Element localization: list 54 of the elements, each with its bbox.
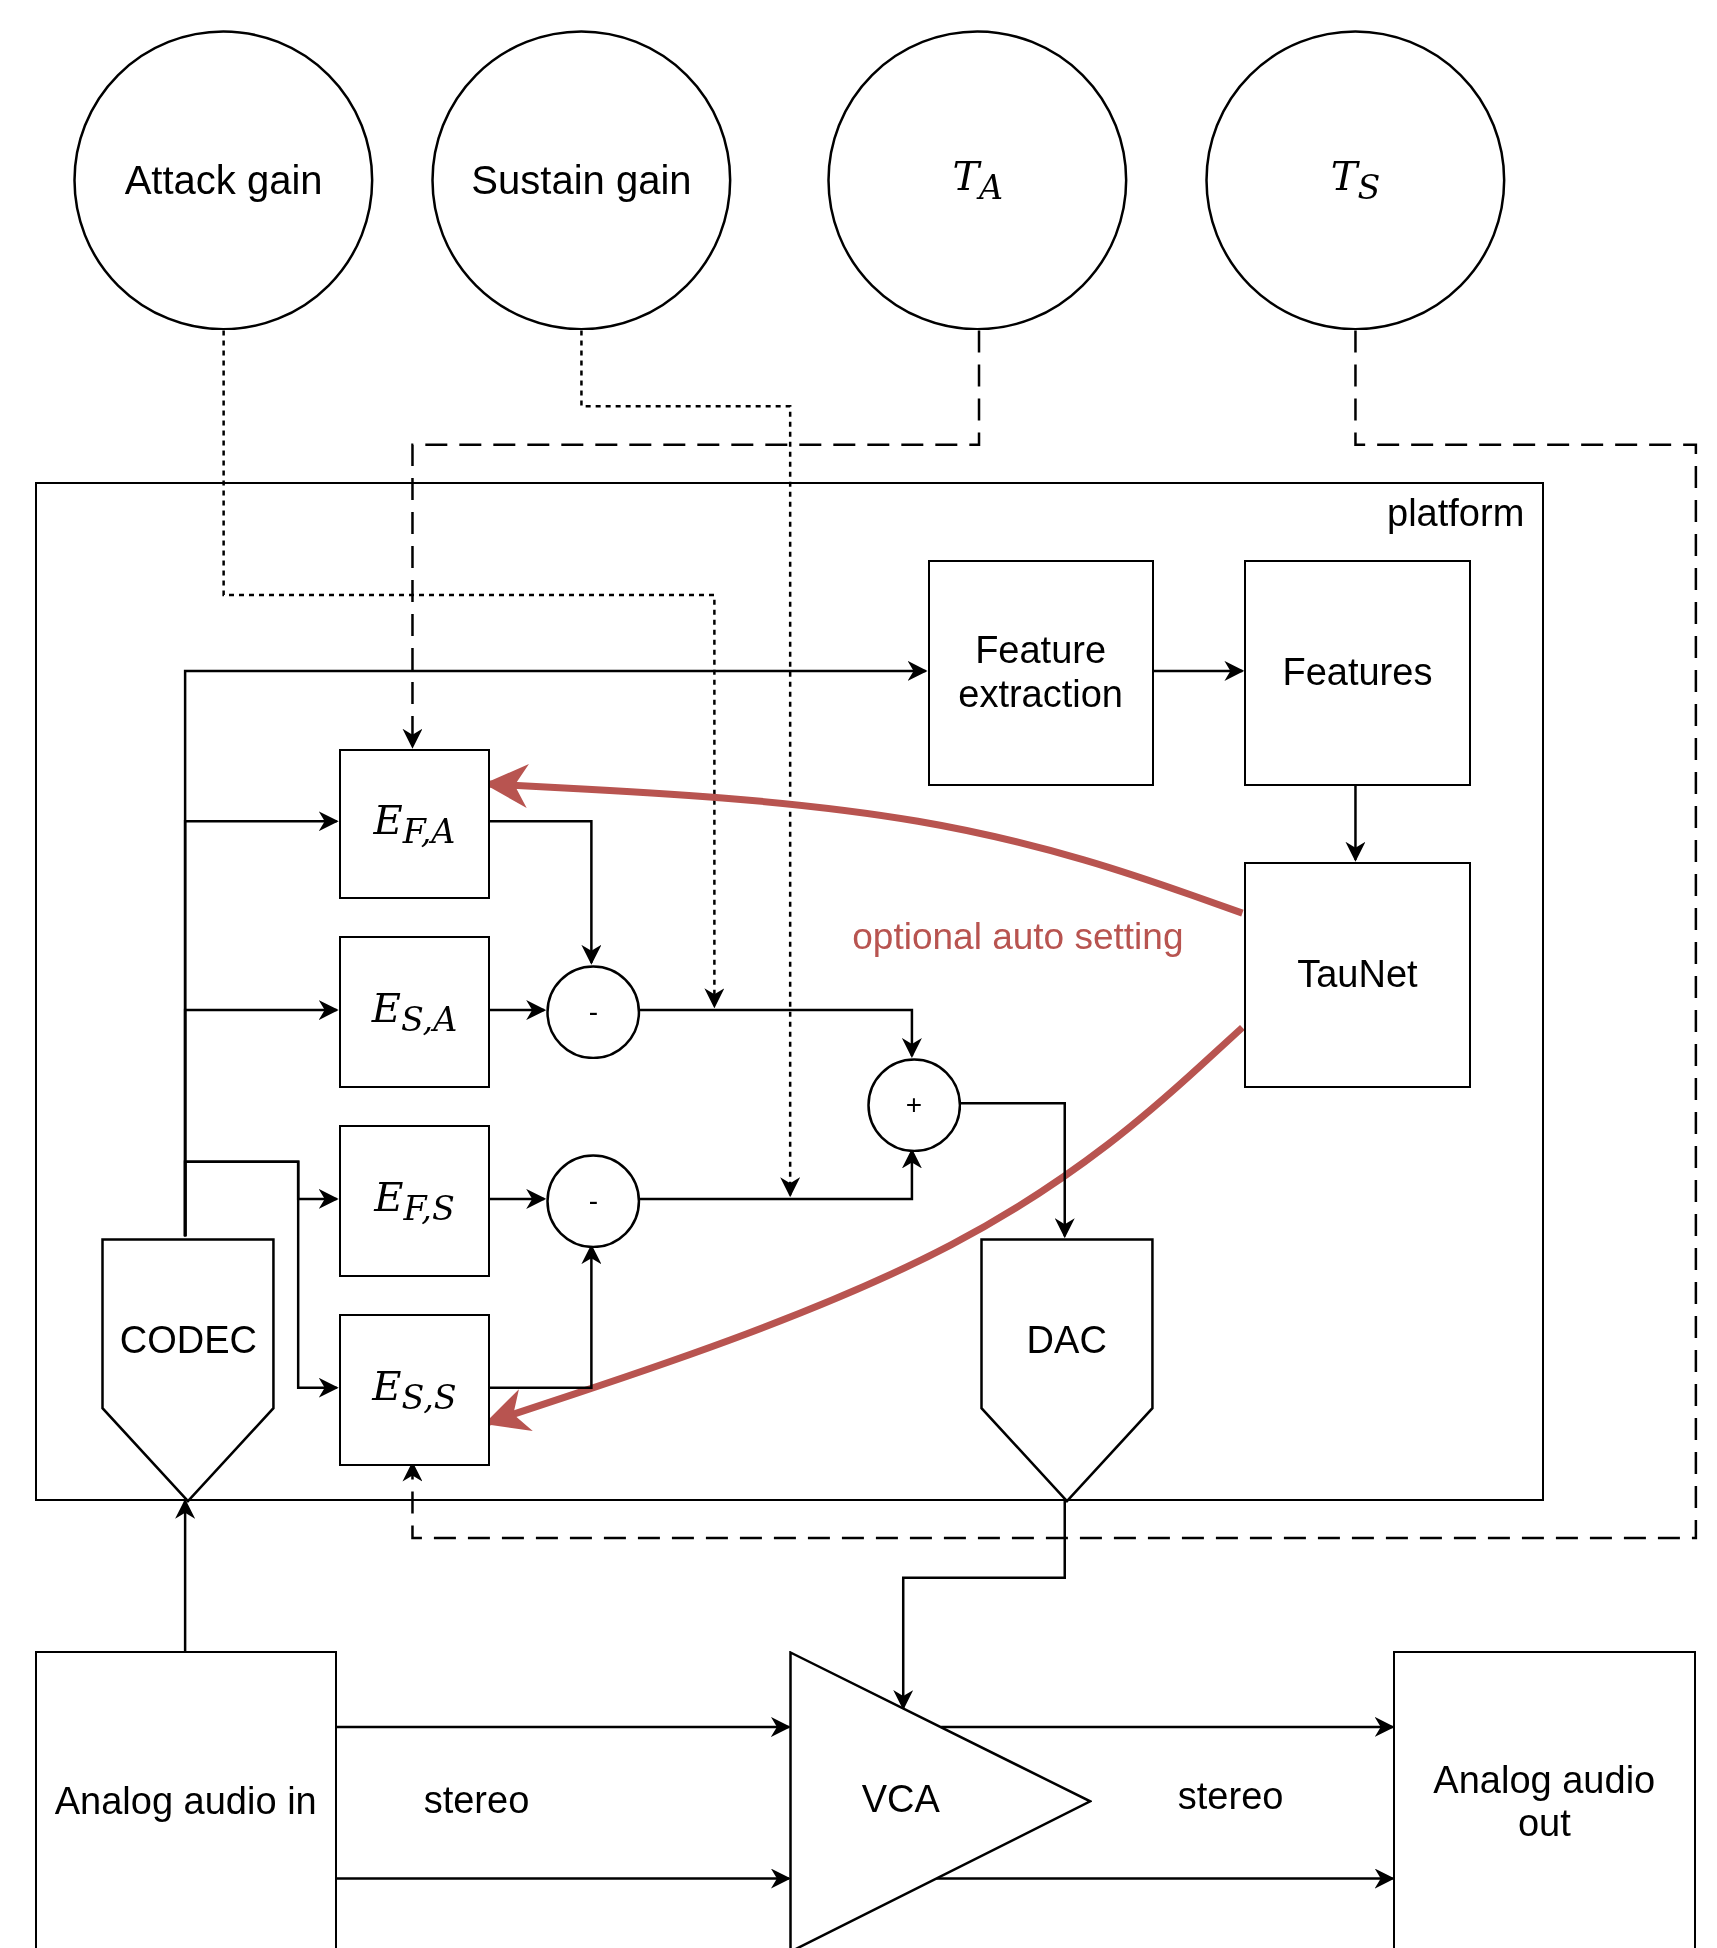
signal-label: stereo: [423, 1779, 530, 1823]
signal-label: stereo: [1177, 1774, 1284, 1818]
node-label: Feature extraction: [957, 629, 1124, 717]
circle-node: [431, 29, 732, 331]
control-line: [580, 330, 801, 1198]
node-label: T$_{S}$: [1330, 153, 1381, 208]
node-label: Features: [1282, 651, 1433, 695]
node-label: E$_{F,A}$: [373, 796, 456, 851]
audio-io-box: [34, 1651, 337, 1948]
node-label: TauNet: [1297, 952, 1418, 997]
node-label: VCA: [861, 1777, 940, 1822]
circle-node: [546, 1153, 641, 1249]
arrow: [959, 1102, 1075, 1239]
amplifier-triangle: [788, 1651, 1093, 1948]
node-label: platform: [1387, 492, 1525, 536]
node-label: Analog audio in: [54, 1780, 317, 1825]
circle-node: [866, 1058, 962, 1153]
platform-frame: [34, 482, 1545, 1501]
node-label: +: [905, 1089, 923, 1122]
node-label: E$_{S,A}$: [371, 984, 458, 1040]
arrow: [336, 1716, 791, 1737]
control-line: [402, 330, 1698, 1540]
control-line: [222, 330, 725, 1009]
arrow: [336, 1868, 791, 1889]
circle-node: [827, 29, 1129, 331]
node-label: -: [588, 1184, 599, 1217]
audio-io-box: [1392, 1651, 1696, 1948]
circle-node: [73, 29, 374, 331]
annotation-text: optional auto setting: [852, 916, 1184, 958]
node-label: Sustain gain: [471, 157, 692, 204]
control-line: [402, 330, 981, 749]
process-box: [927, 559, 1154, 786]
converter-block: [979, 1238, 1154, 1503]
arrow: [1345, 783, 1366, 862]
arrow: [638, 1008, 922, 1059]
circle-node: [1205, 29, 1506, 331]
node-label: -: [588, 995, 599, 1029]
process-box: [1244, 559, 1471, 786]
process-box: [338, 1313, 491, 1466]
process-box: [338, 936, 491, 1088]
node-label: CODEC: [119, 1318, 257, 1363]
node-label: Analog audio out: [1432, 1758, 1657, 1846]
converter-block: [101, 1238, 276, 1503]
arrow: [175, 1498, 196, 1652]
node-label: E$_{F,S}$: [374, 1173, 455, 1229]
node-label: T$_{A}$: [952, 153, 1004, 208]
circle-node: [546, 964, 641, 1060]
node-label: DAC: [1026, 1318, 1107, 1363]
arrow: [183, 1160, 339, 1398]
process-box: [1244, 861, 1471, 1088]
process-box: [338, 1125, 491, 1277]
node-label: Attack gain: [124, 157, 323, 204]
node-label: E$_{S,S}$: [372, 1362, 457, 1417]
process-box: [338, 748, 491, 899]
